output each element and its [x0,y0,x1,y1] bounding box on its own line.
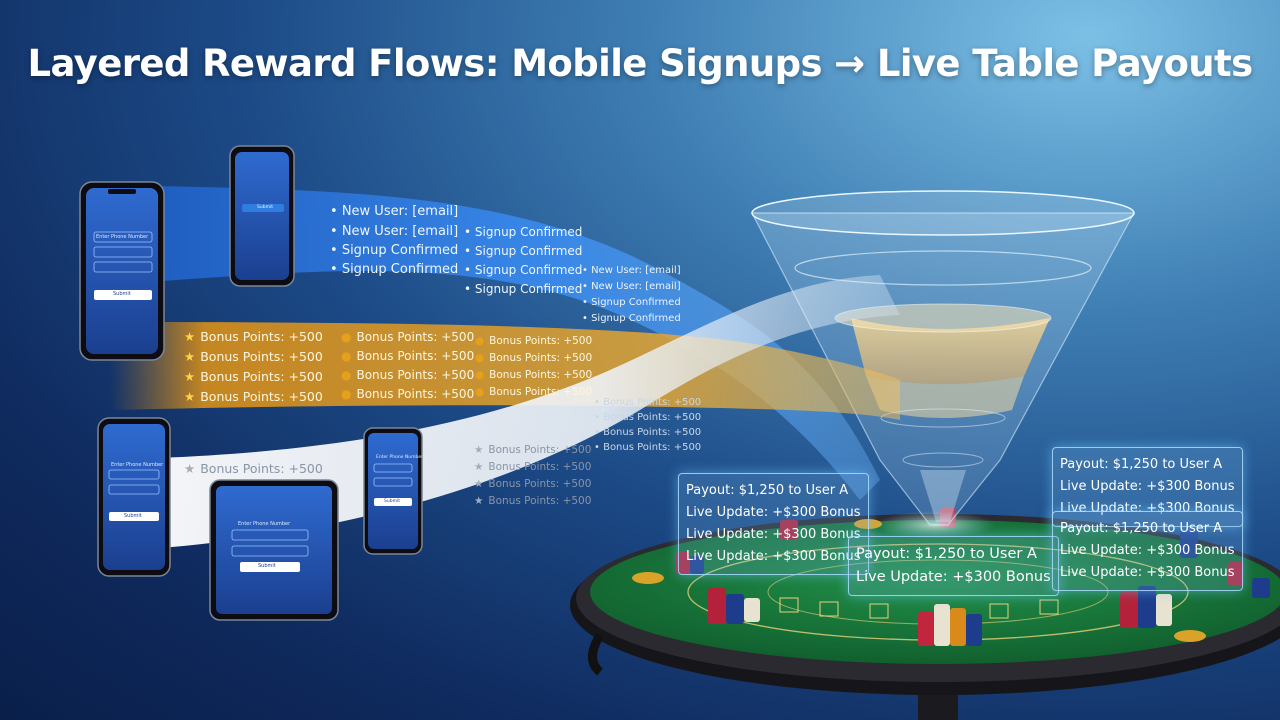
phone-icon [363,427,423,555]
stream-entry: • Signup Confirmed [582,297,681,308]
stream-entry: ★Bonus Points: +500 [474,444,592,456]
payout-card-center: Payout: $1,250 to User A Live Update: +$… [848,536,1059,596]
stream-entry: ★Bonus Points: +500 [474,478,592,490]
stream-entry: ●Bonus Points: +500 [475,335,593,347]
card-line: Live Update: +$300 Bonus [1060,479,1235,494]
star-icon: ★ [184,349,196,364]
stream-entry: ★Bonus Points: +500 [184,461,323,476]
stream-entry: ★Bonus Points: +500 [184,389,323,404]
casino-table-graphic [570,508,1280,720]
star-icon: ★ [474,495,484,507]
card-line: Live Update: +$300 Bonus [686,527,861,542]
coin-icon: ● [341,349,352,363]
stream-entry: • New User: [email] [330,224,459,239]
card-line: Live Update: +$300 Bonus [1060,501,1235,516]
coin-icon: ● [341,387,352,401]
stream-entry: • Signup Confirmed [464,263,583,277]
stream-entry: ●Bonus Points: +500 [341,349,475,363]
device-field-label: Enter Phone Number [376,455,423,460]
device-submit-label: Submit [113,291,131,297]
device-submit-label: Submit [124,513,142,519]
signup-stream [150,186,880,500]
payout-card-left: Payout: $1,250 to User A Live Update: +$… [678,473,869,575]
card-line: Payout: $1,250 to User A [686,483,849,498]
stream-entry: • Bonus Points: +500 [594,427,702,438]
star-icon: ★ [474,461,484,473]
device-field-label: Enter Phone Number [96,234,149,240]
phone-icon [97,417,171,577]
stream-entry: ●Bonus Points: +500 [341,330,475,344]
star-icon: ★ [474,444,484,456]
stream-entry: ●Bonus Points: +500 [475,369,593,381]
card-line: Payout: $1,250 to User A [1060,521,1223,536]
card-line: Live Update: +$300 Bonus [1060,543,1235,558]
star-icon: ★ [474,478,484,490]
stream-entry: • Signup Confirmed [464,282,583,296]
star-icon: ★ [184,369,196,384]
stream-entry: • Signup Confirmed [464,225,583,239]
device-submit-label: Submit [257,205,273,210]
stream-entry: ★Bonus Points: +500 [184,369,323,384]
payout-card-right-top: Payout: $1,250 to User A Live Update: +$… [1052,447,1243,527]
coin-icon: ● [341,330,352,344]
coin-icon: ● [475,335,485,347]
card-line: Live Update: +$300 Bonus [1060,565,1235,580]
stream-entry: • New User: [email] [330,204,459,219]
coin-icon: ● [475,386,485,398]
coin-icon: ● [475,352,485,364]
stream-entry: • Signup Confirmed [330,262,459,277]
stream-entry: ★Bonus Points: +500 [184,349,323,364]
device-field-label: Enter Phone Number [111,462,164,468]
star-icon: ★ [184,389,196,404]
stream-entry: ★Bonus Points: +500 [474,495,592,507]
stream-entry: • New User: [email] [582,265,681,276]
device-submit-label: Submit [258,563,276,569]
card-line: Payout: $1,250 to User A [856,546,1037,562]
stream-entry: • Signup Confirmed [330,243,459,258]
page-title: Layered Reward Flows: Mobile Signups → L… [27,42,1253,85]
phone-icon [229,145,295,287]
stream-entry: • Signup Confirmed [464,244,583,258]
phone-icon [79,181,165,361]
stream-entry: ★Bonus Points: +500 [474,461,592,473]
white-stream [160,275,900,548]
tablet-icon [209,479,339,621]
coin-icon: ● [475,369,485,381]
payout-card-right-bottom: Payout: $1,250 to User A Live Update: +$… [1052,511,1243,591]
card-line: Live Update: +$300 Bonus [686,505,861,520]
device-submit-label: Submit [384,499,400,504]
star-icon: ★ [184,461,196,476]
stream-entry: • Bonus Points: +500 [594,412,702,423]
card-line: Payout: $1,250 to User A [1060,457,1223,472]
stream-entry: ●Bonus Points: +500 [341,368,475,382]
table-cupholder [588,632,604,676]
coin-icon: ● [341,368,352,382]
star-icon: ★ [184,329,196,344]
card-line: Live Update: +$300 Bonus [856,569,1051,585]
stream-entry: • Signup Confirmed [582,313,681,324]
table-felt [590,520,1280,664]
stream-entry: ★Bonus Points: +500 [184,329,323,344]
stream-entry: ●Bonus Points: +500 [341,387,475,401]
stream-entry: ●Bonus Points: +500 [475,386,593,398]
stream-entry: • Bonus Points: +500 [594,442,702,453]
stream-entry: ●Bonus Points: +500 [475,352,593,364]
stream-entry: • Bonus Points: +500 [594,397,702,408]
stream-entry: • New User: [email] [582,281,681,292]
card-line: Live Update: +$300 Bonus [686,549,861,564]
device-field-label: Enter Phone Number [238,521,291,527]
